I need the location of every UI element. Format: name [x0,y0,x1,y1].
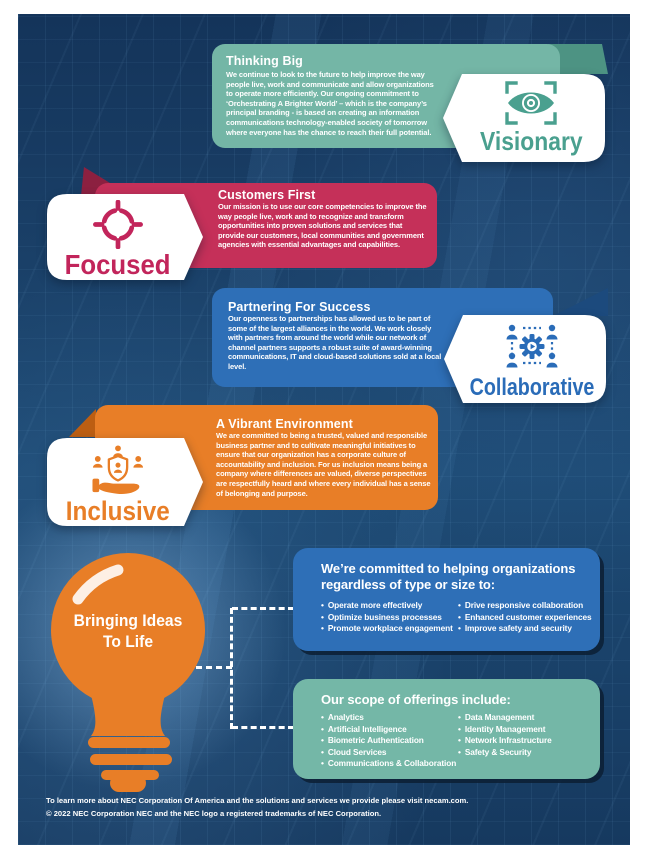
offerings-list-col2: Data Management Identity Management Netw… [458,712,552,758]
offerings-list-col1: Analytics Artificial Intelligence Biomet… [321,712,456,770]
list-item: Identity Management [458,724,552,736]
section-title: Thinking Big [226,54,303,68]
committed-list-col2: Drive responsive collaboration Enhanced … [458,600,592,635]
dashed-connector-top [232,607,294,610]
label-focused: Focused [46,193,204,281]
committed-box-title: We’re committed to helping organizations… [321,561,576,592]
list-item: Cloud Services [321,747,456,759]
label-collaborative: Collaborative [443,314,607,404]
section-body: Our mission is to use our core competenc… [218,202,427,250]
label-word: Collaborative [469,374,595,401]
list-item: Network Infrastructure [458,735,552,747]
dashed-connector-middle [196,666,232,669]
list-item: Enhanced customer experiences [458,612,592,624]
section-title: Partnering For Success [228,300,371,314]
section-body: We are committed to being a trusted, val… [216,431,431,498]
list-item: Safety & Security [458,747,552,759]
list-item: Drive responsive collaboration [458,600,592,612]
list-item: Communications & Collaboration [321,758,456,770]
bulb-slogan-line2: To Life [102,632,154,651]
bulb-slogan: Bringing Ideas To Life [53,610,204,652]
footer-line2: © 2022 NEC Corporation NEC and the NEC l… [46,808,382,818]
footer-line1: To learn more about NEC Corporation Of A… [46,796,469,805]
list-item: Operate more effectively [321,600,453,612]
list-item: Analytics [321,712,456,724]
label-word: Inclusive [65,496,171,526]
lightbulb-icon [51,553,205,792]
section-body: Our openness to partnerships has allowed… [228,314,442,371]
footer: To learn more about NEC Corporation Of A… [46,795,468,820]
target-crosshair-icon [93,200,143,249]
list-item: Optimize business processes [321,612,453,624]
label-shape [47,438,203,526]
list-item: Artificial Intelligence [321,724,456,736]
section-body: We continue to look to the future to hel… [226,70,434,137]
offerings-box: Our scope of offerings include: Analytic… [293,679,600,779]
list-item: Data Management [458,712,552,724]
list-item: Promote workplace engagement [321,623,453,635]
list-item: Improve safety and security [458,623,592,635]
hand-shield-people-icon [92,445,144,494]
people-network-gear-icon [506,324,558,368]
label-shape [444,315,606,403]
committed-list-col1: Operate more effectively Optimize busine… [321,600,453,635]
section-title: A Vibrant Environment [216,417,353,431]
label-word: Visionary [479,126,583,156]
section-title: Customers First [218,188,316,202]
offerings-box-title: Our scope of offerings include: [321,692,511,707]
committed-box: We’re committed to helping organizations… [293,548,600,651]
label-shape [443,74,605,162]
dashed-connector-bottom [232,726,294,729]
eye-focus-icon [505,81,557,125]
list-item: Biometric Authentication [321,735,456,747]
bulb-slogan-line1: Bringing Ideas [73,611,183,630]
label-inclusive: Inclusive [46,437,204,527]
label-word: Focused [65,249,171,280]
label-visionary: Visionary [442,73,606,163]
